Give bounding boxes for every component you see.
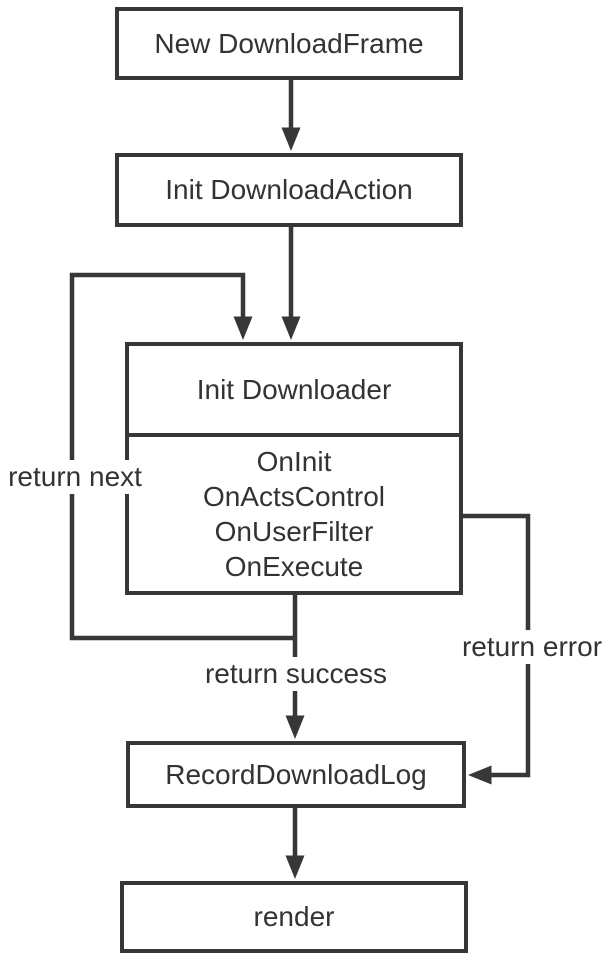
edge-line	[69, 272, 295, 641]
arrow-down-icon	[281, 127, 301, 151]
init-downloader-header: Init Downloader	[129, 346, 459, 437]
edge-newframe-to-initaction	[281, 78, 301, 151]
node-init-download-action: Init DownloadAction	[115, 153, 463, 227]
node-record-download-log: RecordDownloadLog	[126, 741, 466, 808]
edge-label-return-error: return error	[458, 630, 606, 664]
node-label: New DownloadFrame	[154, 27, 424, 59]
node-new-download-frame: New DownloadFrame	[115, 7, 463, 80]
arrow-down-icon	[233, 316, 253, 340]
node-label: RecordDownloadLog	[165, 758, 427, 790]
node-init-downloader: Init Downloader OnInit OnActsControl OnU…	[125, 342, 463, 595]
node-render: render	[120, 881, 468, 953]
edge-initaction-to-downloader	[281, 225, 301, 340]
node-label: render	[253, 901, 335, 932]
edge-return-next-loop	[69, 272, 295, 641]
edge-label-return-success: return success	[201, 657, 391, 691]
edge-log-to-render	[285, 806, 305, 879]
method-item: OnActsControl	[202, 481, 386, 512]
node-title: Init Downloader	[196, 373, 392, 405]
arrow-down-icon	[285, 715, 305, 739]
edge-label-return-next: return next	[5, 460, 145, 494]
arrow-down-icon	[285, 855, 305, 879]
method-item: OnExecute	[224, 551, 364, 582]
edge-return-success	[285, 594, 305, 739]
arrow-left-icon	[468, 765, 492, 785]
init-downloader-methods: OnInit OnActsControl OnUserFilter OnExec…	[129, 437, 459, 591]
method-item: OnUserFilter	[214, 516, 374, 547]
method-item: OnInit	[256, 446, 332, 477]
node-label: Init DownloadAction	[165, 174, 413, 205]
arrow-down-icon	[281, 316, 301, 340]
